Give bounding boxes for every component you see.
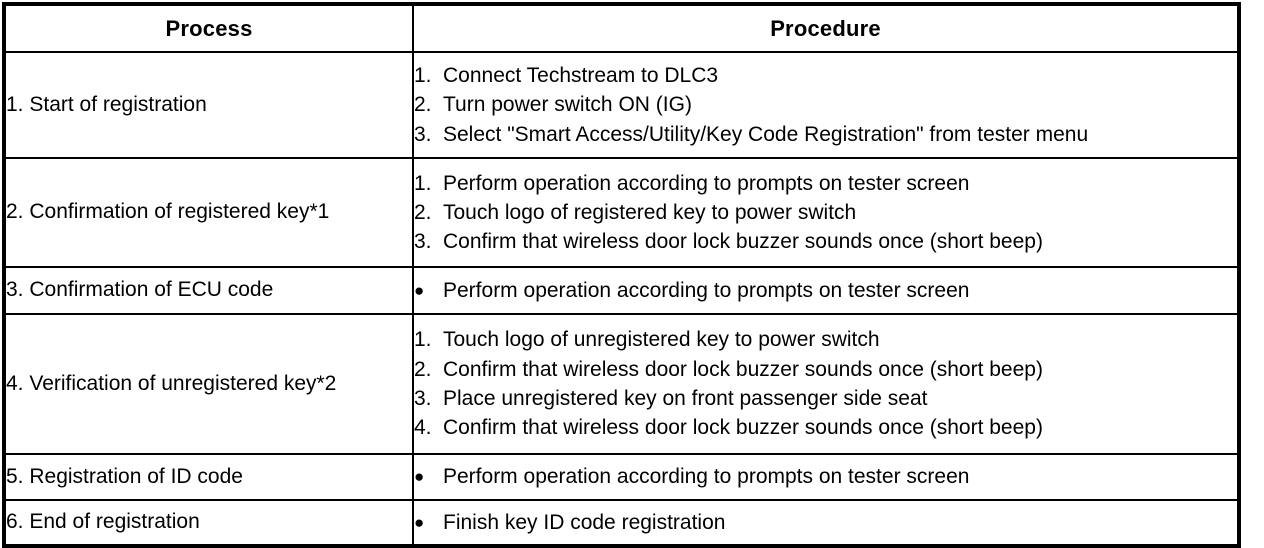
step-text: Place unregistered key on front passenge… bbox=[443, 387, 928, 410]
list-item: 1. Connect Techstream to DLC3 bbox=[414, 61, 1237, 90]
table-row: 3. Confirmation of ECU code ● Perform op… bbox=[3, 266, 1240, 315]
step-marker: 2. bbox=[414, 357, 432, 381]
step-text: Select "Smart Access/Utility/Key Code Re… bbox=[443, 122, 1089, 146]
step-marker: 1. bbox=[414, 328, 432, 352]
process-cell: 5. Registration of ID code bbox=[3, 453, 414, 501]
step-text: Touch logo of registered key to power sw… bbox=[443, 200, 857, 224]
step-list: 1. Touch logo of unregistered key to pow… bbox=[414, 325, 1237, 442]
list-item: 1. Touch logo of unregistered key to pow… bbox=[414, 325, 1237, 354]
key-registration-procedure-table: Process Procedure 1. Start of registrati… bbox=[2, 2, 1241, 548]
process-cell: 4. Verification of unregistered key*2 bbox=[3, 313, 414, 455]
step-marker: 1. bbox=[414, 171, 432, 195]
column-header-process: Process bbox=[3, 3, 414, 53]
step-text: Confirm that wireless door lock buzzer s… bbox=[443, 416, 1043, 440]
table-row: 5. Registration of ID code ● Perform ope… bbox=[3, 453, 1240, 501]
step-marker: 3. bbox=[414, 230, 432, 254]
step-text: Perform operation according to prompts o… bbox=[443, 465, 970, 489]
step-list: 1. Perform operation according to prompt… bbox=[414, 169, 1237, 257]
step-text: Confirm that wireless door lock buzzer s… bbox=[443, 230, 1043, 254]
step-text: Turn power switch ON (IG) bbox=[443, 93, 692, 117]
list-item: ● Perform operation according to prompts… bbox=[414, 276, 1237, 305]
step-text: Perform operation according to prompts o… bbox=[443, 171, 970, 195]
step-list: ● Finish key ID code registration bbox=[414, 508, 1237, 537]
process-cell: 6. End of registration bbox=[3, 499, 414, 547]
list-item: 2. Touch logo of registered key to power… bbox=[414, 198, 1237, 227]
list-item: 2. Confirm that wireless door lock buzze… bbox=[414, 355, 1237, 384]
list-item: 2. Turn power switch ON (IG) bbox=[414, 90, 1237, 119]
procedure-cell: ● Finish key ID code registration bbox=[412, 499, 1240, 547]
list-item: 4. Confirm that wireless door lock buzze… bbox=[414, 413, 1237, 442]
step-text: Confirm that wireless door lock buzzer s… bbox=[443, 357, 1043, 381]
bullet-icon: ● bbox=[414, 467, 425, 487]
column-header-procedure: Procedure bbox=[412, 3, 1240, 53]
process-cell: 1. Start of registration bbox=[3, 51, 414, 159]
step-marker: 4. bbox=[414, 416, 432, 440]
procedure-cell: ● Perform operation according to prompts… bbox=[412, 266, 1240, 315]
bullet-icon: ● bbox=[414, 280, 425, 300]
procedure-cell: 1. Perform operation according to prompt… bbox=[412, 157, 1240, 268]
step-text: Finish key ID code registration bbox=[443, 510, 726, 534]
step-marker: 1. bbox=[414, 64, 432, 88]
procedure-cell: ● Perform operation according to prompts… bbox=[412, 453, 1240, 501]
table-body: 1. Start of registration 1. Connect Tech… bbox=[3, 51, 1240, 547]
step-marker: 3. bbox=[414, 122, 432, 146]
list-item: 1. Perform operation according to prompt… bbox=[414, 169, 1237, 198]
list-item: ● Finish key ID code registration bbox=[414, 508, 1237, 537]
table-row: 4. Verification of unregistered key*2 1.… bbox=[3, 313, 1240, 455]
procedure-table-container: Process Procedure 1. Start of registrati… bbox=[2, 2, 1241, 548]
bullet-icon: ● bbox=[414, 512, 425, 532]
step-list: 1. Connect Techstream to DLC3 2. Turn po… bbox=[414, 61, 1237, 149]
step-text: Touch logo of unregistered key to power … bbox=[443, 328, 880, 352]
step-marker: 2. bbox=[414, 93, 432, 117]
process-cell: 3. Confirmation of ECU code bbox=[3, 266, 414, 315]
step-list: ● Perform operation according to prompts… bbox=[414, 462, 1237, 491]
step-text: Perform operation according to prompts o… bbox=[443, 278, 970, 302]
list-item: 3. Place unregistered key on front passe… bbox=[414, 384, 1237, 413]
list-item: ● Perform operation according to prompts… bbox=[414, 462, 1237, 491]
table-row: 2. Confirmation of registered key*1 1. P… bbox=[3, 157, 1240, 268]
list-item: 3. Select "Smart Access/Utility/Key Code… bbox=[414, 120, 1237, 149]
procedure-cell: 1. Touch logo of unregistered key to pow… bbox=[412, 313, 1240, 455]
table-header: Process Procedure bbox=[3, 3, 1240, 53]
table-row: 1. Start of registration 1. Connect Tech… bbox=[3, 51, 1240, 159]
list-item: 3. Confirm that wireless door lock buzze… bbox=[414, 227, 1237, 256]
header-row: Process Procedure bbox=[3, 3, 1240, 53]
process-cell: 2. Confirmation of registered key*1 bbox=[3, 157, 414, 268]
step-marker: 2. bbox=[414, 200, 432, 224]
step-text: Connect Techstream to DLC3 bbox=[443, 64, 719, 88]
step-marker: 3. bbox=[414, 387, 432, 410]
procedure-cell: 1. Connect Techstream to DLC3 2. Turn po… bbox=[412, 51, 1240, 159]
step-list: ● Perform operation according to prompts… bbox=[414, 276, 1237, 305]
table-row: 6. End of registration ● Finish key ID c… bbox=[3, 499, 1240, 547]
